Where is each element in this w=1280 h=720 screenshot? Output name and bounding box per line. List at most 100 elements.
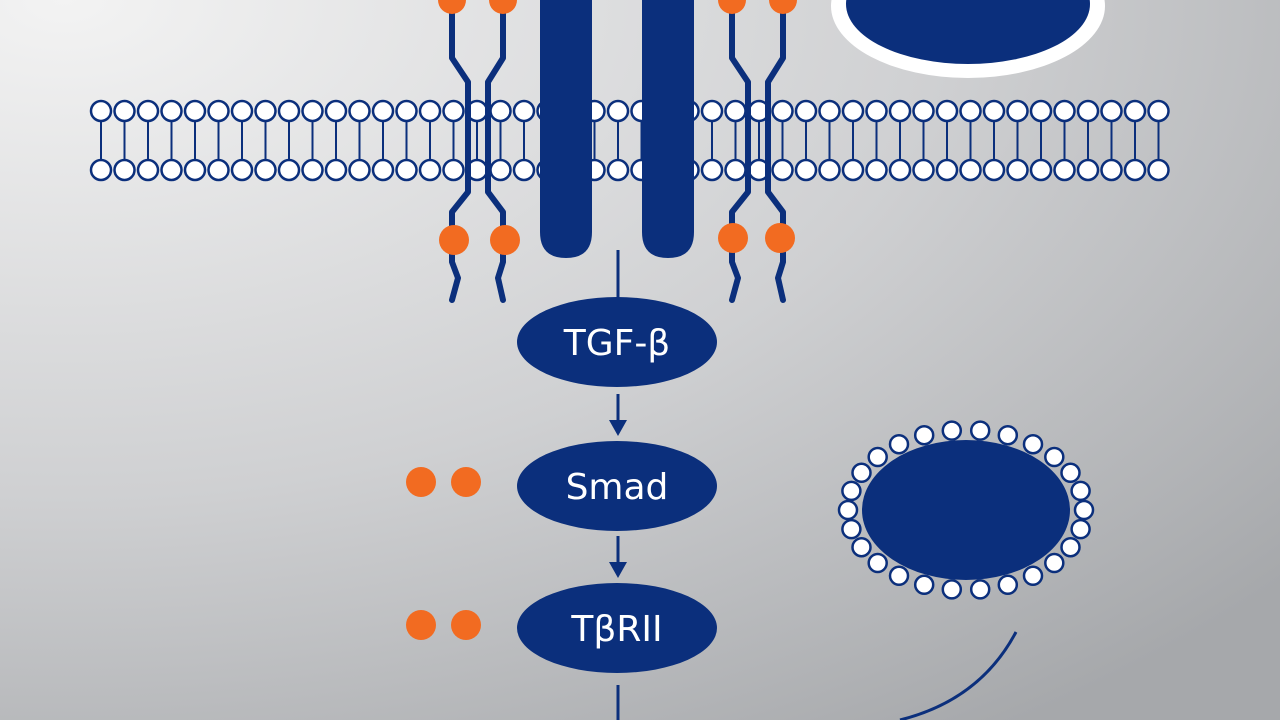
lipid-head [1123, 99, 1147, 123]
lipid-head [301, 99, 324, 123]
vesicle-bead [913, 424, 935, 446]
lipid-head [841, 99, 865, 123]
vesicle-bead [997, 574, 1019, 596]
lipid-head [489, 99, 512, 123]
lipid-head [865, 99, 888, 123]
lipid-head [959, 158, 982, 182]
lipid-head [207, 158, 230, 182]
lipid-head [113, 99, 136, 123]
lipid-head [324, 99, 348, 123]
vesicle-icon [837, 420, 1095, 600]
phosphate-dot-icon [451, 467, 481, 497]
lipid-head [982, 99, 1006, 123]
lipid-head [1123, 158, 1147, 182]
lipid-head [982, 158, 1006, 182]
lipid-head [935, 99, 959, 123]
lipid-head [935, 158, 959, 182]
receptor-chains [449, 1, 786, 303]
vesicle-bead [1022, 565, 1044, 587]
vesicle-bead [888, 565, 910, 587]
lipid-head [1100, 99, 1123, 123]
lipid-head [1076, 158, 1100, 182]
lipid-head [160, 99, 183, 123]
vesicle-bead [1060, 536, 1081, 558]
lipid-head [1076, 99, 1100, 123]
lipid-head [700, 99, 724, 123]
lipid-head [1100, 158, 1123, 182]
lipid-head [512, 99, 536, 123]
vesicle-bead [867, 446, 888, 468]
lipid-head [912, 158, 935, 182]
vesicle-bead [941, 579, 963, 600]
lipid-head [301, 158, 324, 182]
vesicle-bead [997, 424, 1019, 446]
lipid-head [1147, 99, 1170, 123]
node-tgf-beta: TGF-β [517, 297, 717, 387]
lipid-head [1006, 158, 1029, 182]
node-smad: Smad [517, 441, 717, 531]
phosphate-dot-icon [451, 610, 481, 640]
lipid-head [1006, 99, 1029, 123]
vesicle-bead [913, 574, 935, 596]
vesicle-bead [841, 518, 862, 540]
vesicle-bead [1073, 499, 1095, 521]
vesicle-bead [851, 536, 872, 558]
vesicle-bead [1070, 480, 1091, 502]
phosphate-pair-smad [406, 467, 481, 497]
lipid-head [606, 99, 630, 123]
lipid-head [395, 99, 418, 123]
lipid-head [418, 158, 442, 182]
lipid-head [771, 99, 794, 123]
lipid-head [1053, 158, 1076, 182]
curve-connector [899, 631, 1018, 720]
phosphate-dot-icon [438, 0, 797, 255]
lipid-head [348, 158, 371, 182]
vesicle-bead [851, 462, 872, 484]
node-label-tbetarii: TβRII [570, 609, 662, 650]
lipid-head [89, 158, 113, 182]
lipid-head [771, 158, 794, 182]
lipid-head [959, 99, 982, 123]
lipid-head [418, 99, 442, 123]
lipid-head [1053, 99, 1076, 123]
lipid-head [794, 99, 818, 123]
lipid-head [230, 158, 254, 182]
lipid-head [348, 99, 371, 123]
lipid-head [136, 158, 160, 182]
node-label-tgf-beta: TGF-β [563, 323, 671, 364]
lipid-head [442, 158, 465, 182]
lipid-head [442, 99, 465, 123]
lipid-head [277, 99, 301, 123]
lipid-head [207, 99, 230, 123]
lipid-head [888, 99, 912, 123]
lipid-head [113, 158, 136, 182]
lipid-head [606, 158, 630, 182]
lipid-head [912, 99, 935, 123]
lipid-head [277, 158, 301, 182]
lipid-head [136, 99, 160, 123]
vesicle-bead [867, 552, 888, 574]
vesicle-bead [941, 420, 963, 441]
lipid-head [183, 99, 207, 123]
vesicle-bead [969, 420, 991, 441]
lipid-head [395, 158, 418, 182]
vesicle-bead [1044, 446, 1065, 468]
lipid-head [794, 158, 818, 182]
vesicle-bead [888, 433, 910, 455]
lipid-head [489, 158, 512, 182]
lipid-head [1029, 158, 1053, 182]
lipid-head [371, 99, 395, 123]
lipid-head [160, 158, 183, 182]
phosphate-pair-tbetarii [406, 610, 481, 640]
phosphate-dot-icon [406, 610, 436, 640]
nucleus-icon [831, 0, 1105, 78]
vesicle-bead [1044, 552, 1065, 574]
phosphate-dot-icon [406, 467, 436, 497]
lipid-head [818, 158, 841, 182]
lipid-head [724, 99, 747, 123]
lipid-head [324, 158, 348, 182]
lipid-head [254, 158, 277, 182]
lipid-head [841, 158, 865, 182]
lipid-head [512, 158, 536, 182]
